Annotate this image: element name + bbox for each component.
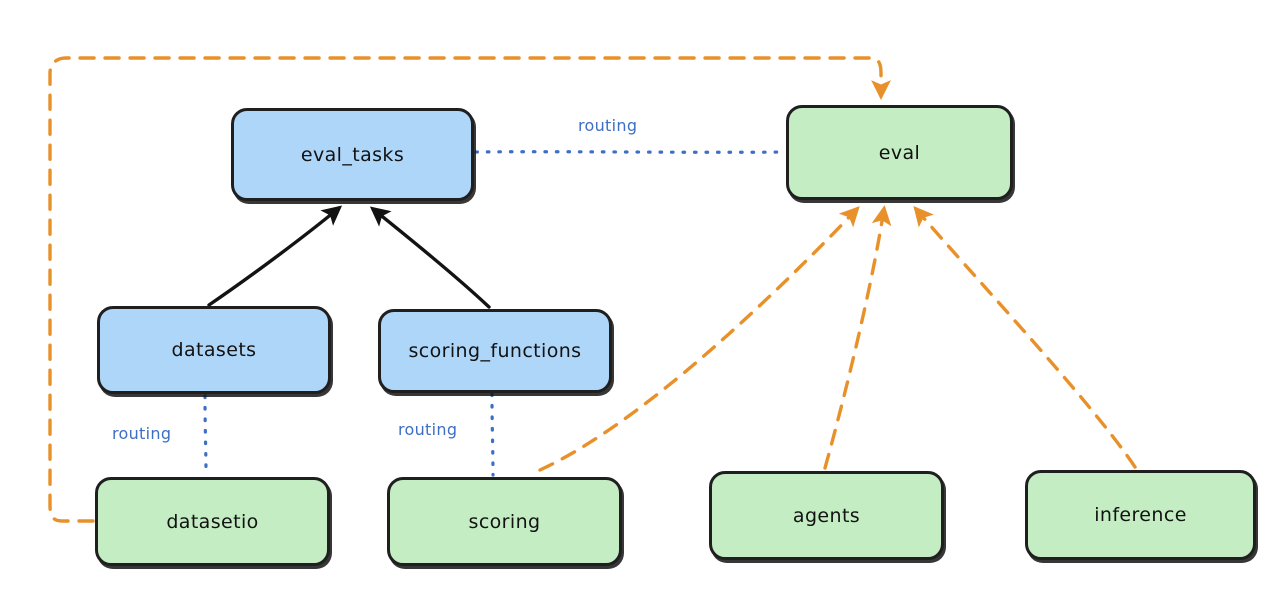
edge-inference-to-eval bbox=[913, 205, 1137, 469]
edge-eval-tasks-to-eval bbox=[474, 150, 786, 154]
node-eval-tasks[interactable]: eval_tasks bbox=[231, 108, 474, 201]
node-datasetio[interactable]: datasetio bbox=[95, 477, 330, 566]
node-eval[interactable]: eval bbox=[786, 105, 1013, 200]
edge-scoring-functions-to-scoring bbox=[490, 392, 495, 477]
node-agents[interactable]: agents bbox=[709, 471, 944, 560]
edge-scoring-to-eval bbox=[538, 206, 860, 472]
edge-label-routing-datasets: routing bbox=[112, 424, 172, 443]
edge-agents-to-eval bbox=[823, 205, 892, 470]
edge-datasets-to-eval-tasks bbox=[207, 205, 343, 307]
node-label-inference: inference bbox=[1094, 504, 1187, 526]
node-label-eval: eval bbox=[878, 141, 921, 164]
node-datasets[interactable]: datasets bbox=[97, 306, 331, 394]
node-scoring[interactable]: scoring bbox=[387, 477, 622, 566]
edge-scoring-functions-to-eval-tasks bbox=[369, 206, 491, 309]
edge-label-routing-scoring-functions: routing bbox=[398, 420, 458, 439]
node-scoring-functions[interactable]: scoring_functions bbox=[378, 309, 612, 393]
node-label-scoring: scoring bbox=[468, 510, 541, 533]
node-label-eval-tasks: eval_tasks bbox=[300, 143, 405, 166]
node-label-scoring-functions: scoring_functions bbox=[408, 340, 582, 362]
node-label-datasetio: datasetio bbox=[166, 510, 259, 533]
edge-datasets-to-datasetio bbox=[203, 394, 208, 477]
node-label-agents: agents bbox=[792, 504, 861, 527]
node-label-datasets: datasets bbox=[171, 339, 257, 361]
edge-datasetio-to-eval bbox=[48, 56, 891, 523]
node-inference[interactable]: inference bbox=[1025, 470, 1256, 560]
edge-label-routing-eval-tasks: routing bbox=[578, 116, 638, 135]
